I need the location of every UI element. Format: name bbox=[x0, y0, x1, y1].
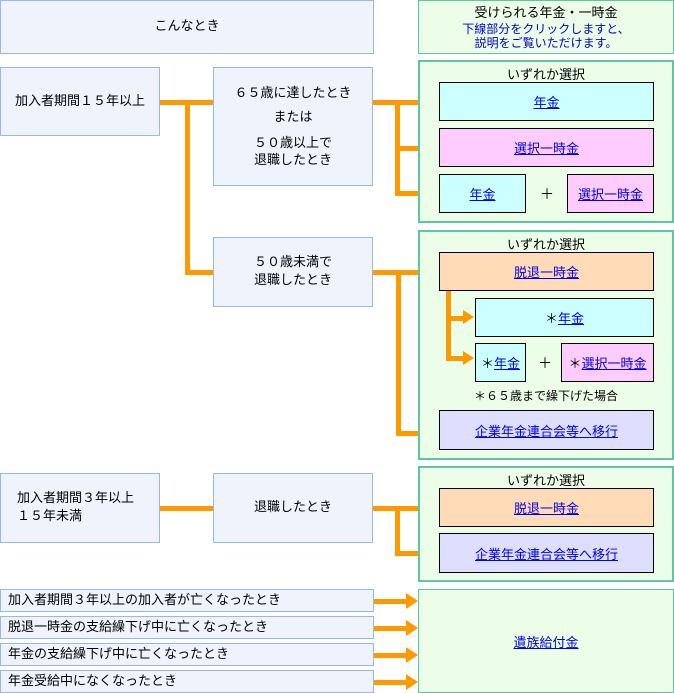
event-line: ５０歳未満で bbox=[253, 255, 332, 270]
transfer-link[interactable]: 企業年金連合会等へ移行 bbox=[474, 547, 618, 563]
event-line: ６５歳に達したとき bbox=[234, 86, 352, 101]
asterisk-mark: ＊ bbox=[480, 357, 494, 372]
connector-line bbox=[396, 270, 401, 436]
pension-link[interactable]: 年金 bbox=[469, 188, 496, 203]
death-condition-label: 年金受給中になくなったとき bbox=[8, 673, 178, 689]
choice-group-title: いずれか選択 bbox=[506, 238, 585, 253]
option-withdrawal-lump-sum[interactable]: 脱退一時金 bbox=[439, 252, 654, 291]
condition-15-years-label: 加入者期間１５年以上 bbox=[14, 93, 145, 109]
event-retire-label: 退職したとき bbox=[253, 500, 332, 515]
connector-line bbox=[374, 599, 408, 604]
option-pension[interactable]: 年金 bbox=[439, 82, 654, 121]
transfer-link[interactable]: 企業年金連合会等へ移行 bbox=[474, 424, 618, 440]
choice-group-title: いずれか選択 bbox=[506, 68, 585, 83]
arrow-icon bbox=[406, 674, 418, 690]
event-retire: 退職したとき bbox=[213, 473, 373, 543]
lump-sum-link[interactable]: 選択一時金 bbox=[577, 188, 643, 203]
deferral-note: ＊６５歳まで繰下げた場合 bbox=[474, 389, 619, 403]
death-condition-label: 加入者期間３年以上の加入者が亡くなったとき bbox=[8, 592, 282, 608]
connector-line bbox=[160, 506, 213, 511]
option-lump-sum[interactable]: 選択一時金 bbox=[439, 128, 654, 167]
death-condition: 脱退一時金の支給繰下げ中に亡くなったとき bbox=[0, 616, 374, 639]
conditions-header-label: こんなとき bbox=[154, 19, 220, 34]
pension-link[interactable]: 年金 bbox=[558, 312, 585, 327]
event-retire-under50: ５０歳未満で 退職したとき bbox=[213, 237, 373, 307]
connector-line bbox=[374, 680, 408, 685]
choice-group-title: いずれか選択 bbox=[506, 474, 585, 489]
death-condition-label: 年金の支給繰下げ中に亡くなったとき bbox=[8, 646, 230, 662]
condition-15-years: 加入者期間１５年以上 bbox=[0, 67, 160, 136]
option-transfer[interactable]: 企業年金連合会等へ移行 bbox=[439, 533, 654, 573]
option-combo-lump-sum[interactable]: 選択一時金 bbox=[567, 174, 654, 213]
arrow-icon bbox=[406, 647, 418, 663]
connector-line bbox=[185, 270, 213, 275]
option-deferred-combo-lump-sum[interactable]: ＊ 選択一時金 bbox=[561, 343, 654, 382]
death-condition-label: 脱退一時金の支給繰下げ中に亡くなったとき bbox=[8, 619, 269, 635]
connector-line bbox=[396, 431, 428, 436]
option-withdrawal-lump-sum[interactable]: 脱退一時金 bbox=[439, 488, 654, 527]
condition-line: １５年未満 bbox=[17, 509, 83, 524]
survivor-benefit-link[interactable]: 遺族給付金 bbox=[513, 635, 579, 651]
benefits-header-note-1: 下線部分をクリックしますと、 bbox=[462, 22, 630, 36]
pension-link[interactable]: 年金 bbox=[494, 357, 521, 372]
asterisk-mark: ＊ bbox=[544, 312, 558, 327]
connector-line bbox=[395, 551, 428, 556]
connector-line bbox=[446, 291, 451, 361]
arrow-icon bbox=[463, 310, 474, 324]
event-line: または bbox=[273, 110, 313, 125]
withdrawal-lump-sum-link[interactable]: 脱退一時金 bbox=[513, 266, 579, 281]
benefits-header: 受けられる年金・一時金 下線部分をクリックしますと、 説明をご覧いただけます。 bbox=[418, 0, 674, 54]
option-deferred-combo-pension[interactable]: ＊ 年金 bbox=[475, 343, 526, 382]
condition-3-to-15-years: 加入者期間３年以上 １５年未満 bbox=[0, 473, 160, 543]
connector-line bbox=[374, 653, 408, 658]
death-condition: 加入者期間３年以上の加入者が亡くなったとき bbox=[0, 589, 374, 612]
lump-sum-link[interactable]: 選択一時金 bbox=[513, 142, 579, 157]
benefits-header-note-2: 説明をご覧いただけます。 bbox=[474, 36, 618, 50]
conditions-header: こんなとき bbox=[0, 0, 374, 54]
connector-line bbox=[446, 316, 464, 321]
death-condition: 年金の支給繰下げ中に亡くなったとき bbox=[0, 643, 374, 666]
event-line: 退職したとき bbox=[253, 153, 332, 168]
connector-line bbox=[395, 146, 428, 151]
benefits-header-title: 受けられる年金・一時金 bbox=[474, 6, 618, 21]
option-combo-pension[interactable]: 年金 bbox=[439, 174, 526, 213]
connector-line bbox=[374, 626, 408, 631]
connector-line bbox=[395, 506, 400, 556]
connector-line bbox=[185, 100, 190, 275]
plus-sign: ＋ bbox=[540, 187, 554, 203]
arrow-icon bbox=[406, 620, 418, 636]
arrow-icon bbox=[463, 351, 474, 365]
pension-link[interactable]: 年金 bbox=[533, 96, 560, 111]
option-deferred-pension[interactable]: ＊ 年金 bbox=[475, 298, 654, 337]
arrow-icon bbox=[406, 593, 418, 609]
plus-sign: ＋ bbox=[538, 356, 552, 372]
event-line: ５０歳以上で bbox=[253, 136, 332, 151]
lump-sum-link[interactable]: 選択一時金 bbox=[581, 357, 647, 372]
connector-line bbox=[395, 191, 428, 196]
option-transfer[interactable]: 企業年金連合会等へ移行 bbox=[439, 410, 654, 450]
connector-line bbox=[373, 100, 428, 105]
survivor-benefit-box: 遺族給付金 bbox=[418, 589, 674, 693]
withdrawal-lump-sum-link[interactable]: 脱退一時金 bbox=[513, 502, 579, 517]
connector-line bbox=[446, 356, 464, 361]
event-age65-or-retire50plus: ６５歳に達したとき または ５０歳以上で 退職したとき bbox=[213, 67, 373, 186]
death-condition: 年金受給中になくなったとき bbox=[0, 670, 374, 693]
condition-line: 加入者期間３年以上 bbox=[17, 491, 135, 506]
connector-line bbox=[373, 506, 428, 511]
asterisk-mark: ＊ bbox=[568, 357, 582, 372]
event-line: 退職したとき bbox=[253, 273, 332, 288]
